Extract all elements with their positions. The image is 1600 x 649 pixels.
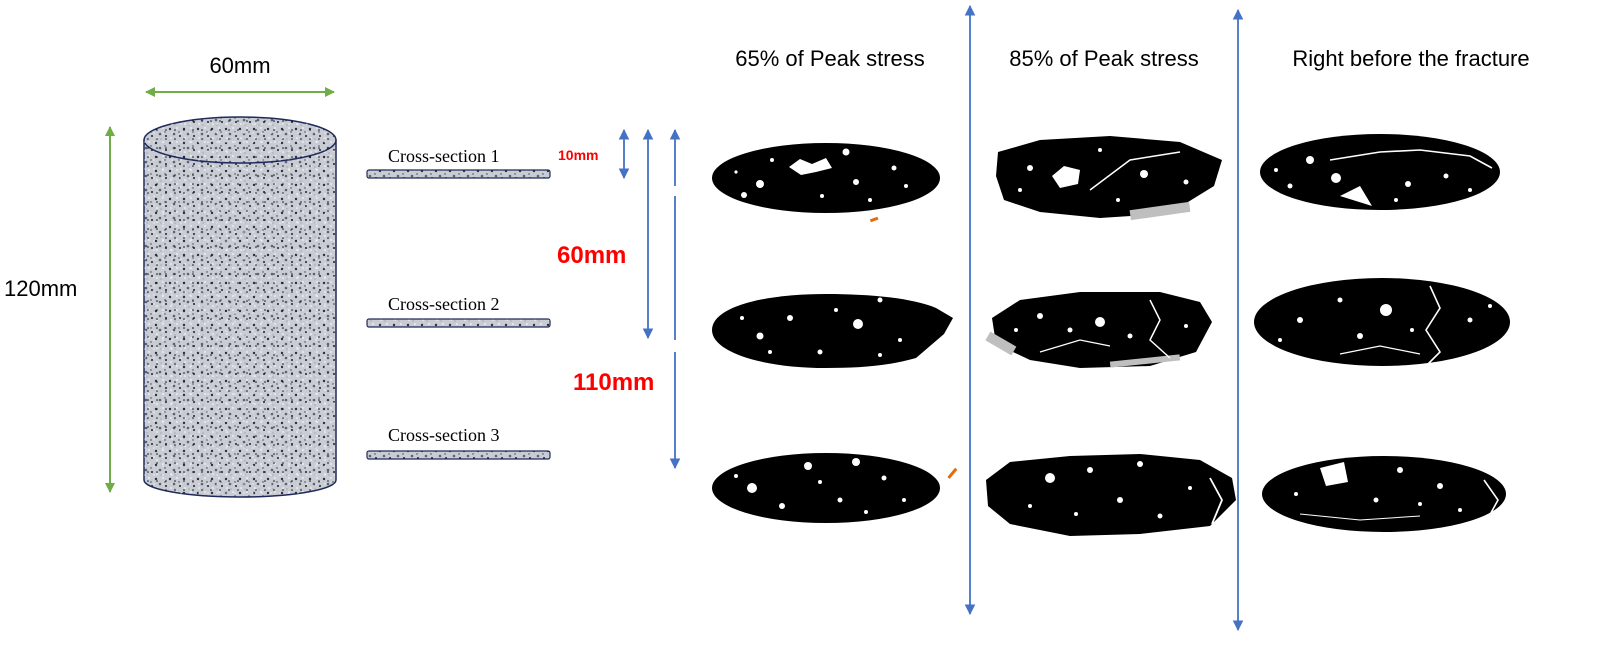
ct-section-65-2 bbox=[712, 294, 953, 368]
cross-section-label-3: Cross-section 3 bbox=[388, 425, 500, 445]
width-label: 60mm bbox=[209, 53, 270, 78]
stage-header-85: 85% of Peak stress bbox=[1009, 46, 1199, 71]
cross-section-slice-3 bbox=[366, 450, 551, 460]
depth-label-3: 110mm bbox=[573, 369, 654, 396]
cross-section-slice-1 bbox=[366, 169, 551, 179]
stage-header-fracture: Right before the fracture bbox=[1292, 46, 1529, 71]
ct-section-fracture-3 bbox=[1262, 456, 1506, 532]
stage-header-65: 65% of Peak stress bbox=[735, 46, 925, 71]
ct-section-65-3 bbox=[712, 453, 958, 523]
ct-section-85-3 bbox=[986, 454, 1236, 536]
ct-section-65-1 bbox=[712, 143, 940, 223]
cross-section-label-2: Cross-section 2 bbox=[388, 294, 500, 314]
cross-section-label-1: Cross-section 1 bbox=[388, 146, 500, 166]
ct-section-85-1 bbox=[996, 136, 1222, 221]
cross-section-slice-2 bbox=[366, 318, 551, 328]
depth-label-1: 10mm bbox=[558, 147, 598, 163]
ct-section-fracture-2 bbox=[1254, 278, 1510, 366]
height-label: 120mm bbox=[4, 276, 77, 301]
specimen-cylinder bbox=[143, 116, 337, 498]
ct-section-fracture-1 bbox=[1260, 134, 1500, 210]
depth-label-2: 60mm bbox=[557, 242, 626, 269]
ct-section-85-2 bbox=[985, 292, 1212, 368]
